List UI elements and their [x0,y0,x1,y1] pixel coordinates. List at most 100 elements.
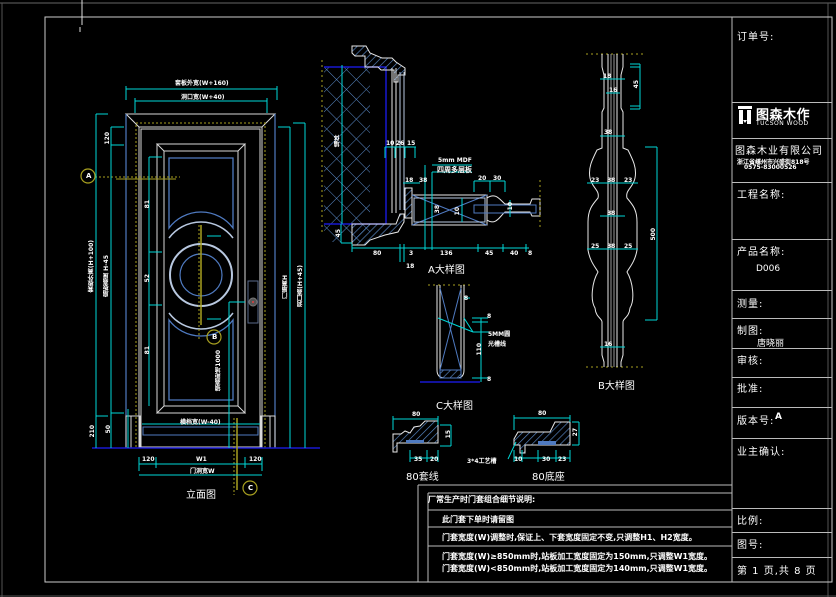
section-c-dim-2: 8 [487,313,492,320]
dim-panel-a: 81 [144,200,151,209]
section-a-dim-bottom-5: 40 [510,250,519,257]
profile-1-dim-bottom-2: 20 [430,456,439,463]
notes-line-4: 门套宽度(W)<850mm时,站板加工宽度固定为140mm,只调整W1宽度。 [442,564,713,573]
brand-logo: 图森木作 TUCSON WOOD [736,103,830,133]
dim-panel-c: 81 [144,346,151,355]
profile-1-title: 80套线 [406,472,439,483]
section-a-note-2: 四周多层板 [437,166,472,174]
dim-bottom-mid: W1 [196,456,207,463]
notes-line-1: 此门套下单时请留图 [442,515,514,524]
callout-c-marker [242,480,258,496]
divider [732,290,832,291]
divider [732,239,832,240]
order-no-label: 订单号: [737,32,775,43]
section-a-title: A大样图 [428,265,465,276]
divider [732,182,832,183]
dim-panel-b: 52 [144,274,151,283]
profile-1-dim-top: 80 [412,411,421,418]
dim-bottom-right: 120 [249,456,262,463]
divider [732,557,832,558]
drawing-no-label: 图号: [737,540,764,551]
callout-b-label: B [212,333,218,341]
divider [732,377,832,378]
section-b-title: B大样图 [598,381,635,392]
dim-left-inner: 扇板高度 H-45 [103,255,110,297]
dim-top-outer: 套板外宽(W+160) [175,80,229,87]
drafter-value: 唐晓丽 [757,339,785,349]
company-phone: 0575-83000526 [744,164,797,171]
section-c-dim-3: 110 [476,343,483,356]
notes-heading: 厂常生产时门套组合细节说明: [428,495,536,504]
section-a-dim-inner-1: 38 [434,205,441,214]
brand-name-cn: 图森木作 [756,108,811,123]
dim-lock-height: 锁高距地1000 [215,350,222,391]
section-b-dim-4: 38 [604,129,613,136]
section-c-dim-1: 8 [464,295,469,302]
elevation-view [80,86,320,496]
divider [732,508,832,509]
dim-bottom-panel: 横档宽(W-40) [180,419,221,426]
dim-height-a: 120 [104,132,111,145]
divider [732,102,832,103]
dim-bottom-total: 门洞宽W [190,468,215,475]
section-b-dim-6: 38 [607,177,616,184]
section-a-dim-inner-2: 10 [454,207,461,216]
section-c-dim-4: 8 [487,376,492,383]
section-b-dim-height: 500 [650,228,657,241]
profile-80-base [507,415,580,462]
profile-2-note: 3*4工艺槽 [467,458,497,465]
product-name-value: D006 [756,264,781,274]
section-a-dim-mid-2: 38 [419,177,428,184]
section-a-dim-top-3: 15 [407,140,416,147]
company-name: 图森木业有限公司 [735,146,823,157]
dim-bottom-left: 120 [142,456,155,463]
divider [732,407,832,408]
section-c-title: C大样图 [436,401,473,412]
divider [732,348,832,349]
dim-height-b: 210 [89,425,96,438]
notes-table [417,484,732,582]
dim-top-inner: 洞口宽(W+40) [181,94,225,101]
section-a-dim-bottom-3: 136 [440,250,453,257]
section-a-dim-bottom-6: 8 [528,250,533,257]
divider [732,532,832,533]
notes-line-3: 门套宽度(W)≥850mm时,站板加工宽度固定为150mm,只调整W1宽度。 [442,552,713,561]
section-c-note-1: 5MM圆 [488,331,511,338]
section-a-dim-top-1: 10 [386,140,395,147]
section-c-view [420,284,490,383]
section-a-dim-right-1: 20 [478,175,487,182]
section-c-note-2: 光槽线 [488,341,507,348]
profile-1-dim-right: 15 [445,430,452,439]
profile-2-title: 80底座 [532,472,565,483]
section-b-dim-7: 23 [624,177,633,184]
dim-right-outer: 洞口高(H+45) [297,265,304,307]
section-a-dim-bottom-4: 45 [485,250,494,257]
profile-2-dim-bottom-2: 30 [542,456,551,463]
section-b-dim-3: 45 [633,80,640,89]
profile-2-dim-bottom-3: 23 [558,456,567,463]
owner-confirm-label: 业主确认: [737,447,786,458]
profile-80-casing [392,416,452,462]
callout-b-marker [206,329,222,345]
section-a-wall-label: 墙体 [334,135,341,147]
elevation-title: 立面图 [186,490,216,501]
logo-mark-icon [738,106,752,124]
divider [732,438,832,439]
dim-left-outer: 套板外高(H+100) [88,240,95,293]
section-b-dim-2: 16 [609,87,618,94]
callout-c-label: C [248,484,254,492]
drafter-label: 制图: [737,326,764,337]
section-b-dim-5: 23 [591,177,600,184]
section-a-view [321,45,541,262]
scale-label: 比例: [737,516,764,527]
version-value: A [775,412,782,422]
profile-2-dim-bottom-1: 10 [514,456,523,463]
approve-label: 批准: [737,384,764,395]
page-info: 第 1 页,共 8 页 [737,566,817,577]
divider [732,138,832,139]
section-a-dim-mid-1: 18 [405,177,414,184]
project-name-label: 工程名称: [737,190,786,201]
section-a-dim-bottom-2: 3 [409,250,414,257]
section-b-dim-11: 25 [624,243,633,250]
section-b-dim-10: 38 [607,243,616,250]
